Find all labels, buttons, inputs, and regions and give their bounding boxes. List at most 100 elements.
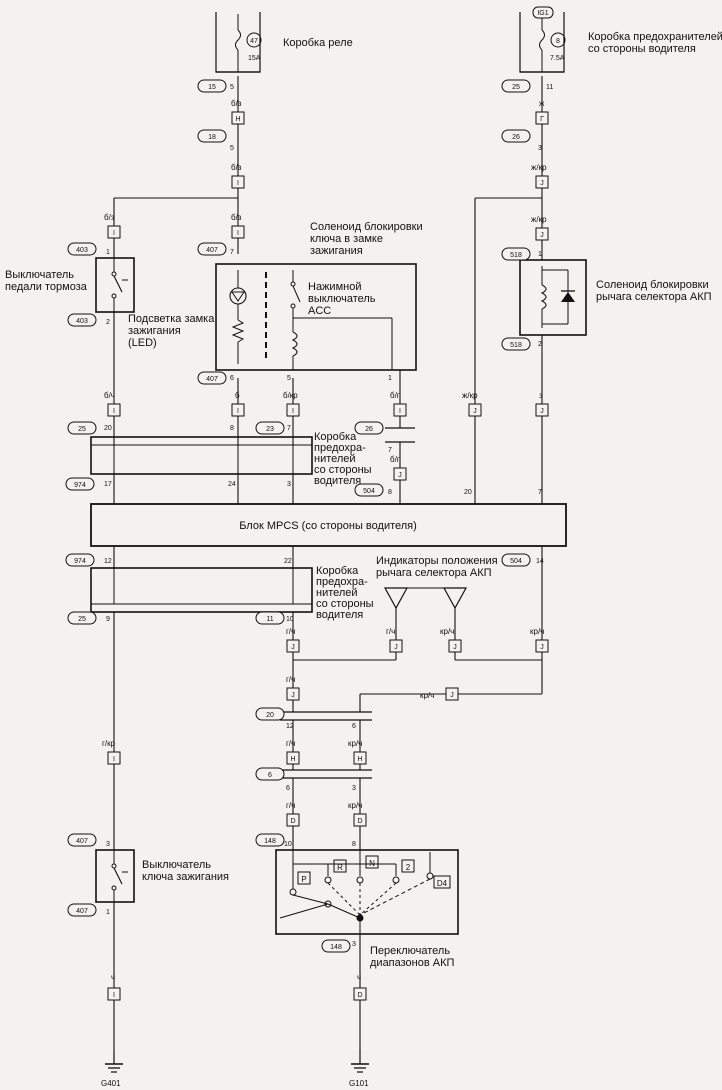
pin-number: 3 — [352, 941, 356, 948]
connector-oval: 18 — [197, 129, 227, 143]
indicators-label-1: Индикаторы положения — [376, 555, 498, 567]
terminal-tag: I — [231, 175, 245, 189]
wire-color: кр/ч — [348, 801, 362, 810]
pin-number: 22 — [284, 558, 292, 565]
terminal-tag: J — [535, 403, 549, 417]
terminal-tag-label: H — [235, 116, 240, 123]
wire-color: г/ч — [286, 739, 295, 748]
terminal-tag: I — [107, 225, 121, 239]
wire-color: ж/кр — [531, 163, 547, 172]
pin-number: 3 — [287, 481, 291, 488]
key-solenoid-label-3: зажигания — [310, 245, 363, 257]
pin-number: 2 — [106, 319, 110, 326]
wire-color: ж/кр — [462, 391, 478, 400]
brake-pedal-switch: Выключатель педали тормоза Подсветка зам… — [5, 257, 215, 349]
connector-label: 974 — [74, 558, 86, 565]
terminal-tag-label: J — [450, 692, 454, 699]
connector-label: 504 — [363, 488, 375, 495]
connector-oval: 148 — [321, 939, 351, 953]
wire-color: г/ч — [286, 627, 295, 636]
wire-color: кр/ч — [348, 739, 362, 748]
fusebox-middle-upper: Коробка предохра- нителей со стороны вод… — [90, 431, 372, 487]
ig1-label: IG1 — [537, 10, 548, 17]
pin-number: 3 — [352, 785, 356, 792]
terminal-tag: J — [535, 227, 549, 241]
terminal-tag-label: D — [357, 992, 362, 999]
connector-oval: 25 — [501, 79, 531, 93]
connector-label: 407 — [76, 838, 88, 845]
pin-number: 7 — [538, 489, 542, 496]
wire-color: б/кр — [283, 391, 298, 400]
connector-oval: 148 — [255, 833, 285, 847]
connector-label: 20 — [266, 712, 274, 719]
terminal-tag-label: J — [291, 692, 295, 699]
wire-color: г/ч — [386, 627, 395, 636]
terminal-tags: H I I I Γ J J I I I I J J J J J J J J J … — [107, 111, 549, 1001]
terminal-tag: J — [448, 639, 462, 653]
terminal-tag: H — [286, 751, 300, 765]
inline-connectors — [280, 711, 372, 779]
gear-labels: P R N 2 D4 — [297, 855, 451, 889]
selector-indicators: Индикаторы положения рычага селектора АК… — [376, 555, 498, 610]
connector-oval: 407 — [197, 371, 227, 385]
terminal-tag: I — [107, 751, 121, 765]
mpcs-unit: Блок MPCS (со стороны водителя) — [90, 503, 567, 547]
wire-color: ж — [539, 99, 545, 108]
ground-g101-label: G101 — [349, 1079, 369, 1088]
pin-number: 1 — [106, 249, 110, 256]
fusebox-3-label-5: водителя — [316, 609, 363, 621]
connector-label: 25 — [512, 84, 520, 91]
connector-label: 974 — [74, 482, 86, 489]
acc-switch-label-1: Нажимной — [308, 281, 361, 293]
gear-p: P — [301, 875, 306, 884]
wire-color: кр/ч — [420, 691, 434, 700]
terminal-tag-label: J — [540, 180, 544, 187]
terminal-tag: I — [393, 403, 407, 417]
gear-2: 2 — [406, 863, 411, 872]
wire-color: б/ч — [104, 391, 115, 400]
fusebox-driver-top: IG1 8 7.5A Коробка предохранителей со ст… — [519, 6, 722, 73]
connector-oval: 23 — [255, 421, 285, 435]
wire-color: б/з — [231, 163, 242, 172]
connector-oval: 504 — [354, 483, 384, 497]
pin-number: 24 — [228, 481, 236, 488]
connector-label: 407 — [76, 908, 88, 915]
terminal-tag-label: J — [473, 408, 477, 415]
terminal-tag: J — [393, 467, 407, 481]
pin-number: 7 — [230, 249, 234, 256]
connector-oval: 11 — [255, 611, 285, 625]
terminal-tag: J — [286, 639, 300, 653]
pin-number: 6 — [352, 723, 356, 730]
connector-label: 148 — [264, 838, 276, 845]
connector-label: 504 — [510, 558, 522, 565]
connector-oval: 974 — [65, 477, 95, 491]
connector-label: 23 — [266, 426, 274, 433]
connector-oval: 25 — [67, 611, 97, 625]
fusebox-middle-lower: Коробка предохра- нителей со стороны вод… — [90, 565, 374, 621]
fusebox-2-label-1: Коробка — [314, 431, 357, 443]
connector-oval: 26 — [501, 129, 531, 143]
ground-g101: G101 — [349, 1049, 370, 1088]
acc-switch-label-2: выключатель — [308, 293, 376, 305]
terminal-tag: D — [353, 987, 367, 1001]
fusebox-3-label-3: нителей — [316, 587, 358, 599]
connector-oval: 403 — [67, 242, 97, 256]
connector-oval: 407 — [67, 903, 97, 917]
transmission-range-switch: P R N 2 D4 Переключатель диапазонов АКП — [275, 849, 459, 969]
connector-label: 15 — [208, 84, 216, 91]
connector-label: 403 — [76, 247, 88, 254]
selector-solenoid-label-2: рычага селектора АКП — [596, 291, 712, 303]
pin-number: 8 — [230, 425, 234, 432]
connector-label: 6 — [268, 772, 272, 779]
acc-switch-label-3: ACC — [308, 305, 331, 317]
terminal-tag-label: J — [398, 472, 402, 479]
brake-switch-label-2: педали тормоза — [5, 281, 88, 293]
pin-number: 12 — [286, 723, 294, 730]
pin-number: 1 — [106, 909, 110, 916]
pin-number: 3 — [106, 841, 110, 848]
wire-color: г/кр — [102, 739, 116, 748]
wire-color: б/з — [231, 99, 242, 108]
connector-label: 148 — [330, 944, 342, 951]
fusebox-3-label-4: со стороны — [316, 598, 374, 610]
